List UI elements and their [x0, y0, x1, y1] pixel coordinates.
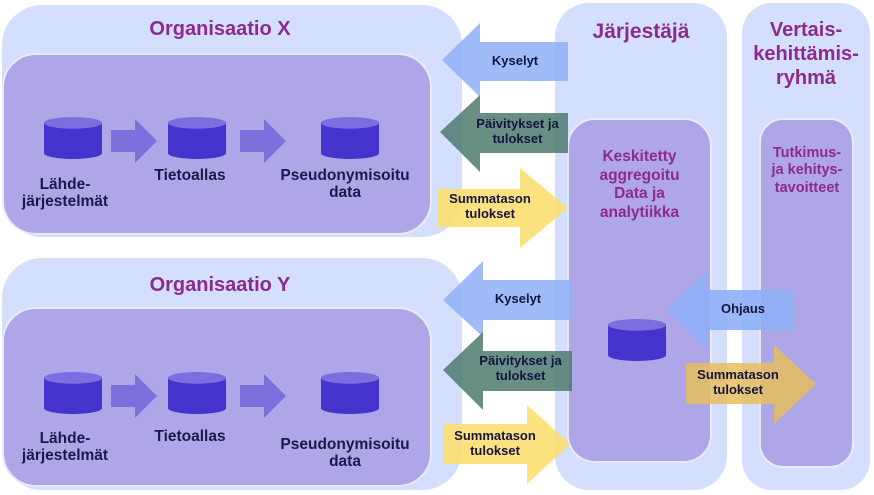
- arrow-label-line: tulokset: [495, 367, 546, 383]
- arrow-y-updates-label: Päivitykset ja tulokset: [463, 353, 578, 384]
- peer-group-title-line: Vertais-: [769, 19, 843, 41]
- peer-group-label-line: Tutkimus-: [772, 145, 842, 161]
- arrow-peer-summary-label: Summatason tulokset: [683, 367, 793, 398]
- arrow-y-summary-label: Summatason tulokset: [445, 428, 545, 459]
- database-icon: [44, 117, 102, 159]
- database-icon-top: [44, 117, 102, 129]
- arrow-y-summary: [443, 405, 570, 484]
- step-label-line: Pseudonymisoitu: [280, 167, 410, 184]
- arrow-label-line: Summatason: [454, 428, 536, 443]
- arrow-guidance-label: Ohjaus: [720, 301, 766, 316]
- org-x-step-label-lake: Tietoallas: [140, 167, 240, 184]
- peer-group-label-line: tavoitteet: [774, 179, 840, 196]
- peer-group-label-line: ja kehitys-: [771, 162, 843, 179]
- database-icon-top: [44, 372, 102, 384]
- step-label-line: järjestelmät: [21, 193, 109, 211]
- database-icon-body: [321, 122, 379, 159]
- organizer-label-line: Keskitetty: [602, 148, 677, 165]
- arrow-y-updates: [443, 332, 572, 410]
- database-icon-top: [321, 372, 379, 384]
- arrow-x-queries: [442, 23, 568, 97]
- org-y-title: Organisaatio Y: [149, 274, 291, 296]
- organizer-label-line: aggregoitu: [599, 166, 680, 184]
- org-y-step-label-source: Lähde- järjestelmät: [15, 430, 115, 465]
- arrow-label-line: Päivitykset ja: [476, 116, 559, 131]
- organizer-title: Järjestäjä: [592, 20, 690, 43]
- database-icon-body: [608, 324, 666, 361]
- org-x-step-label-source: Lähde- järjestelmät: [15, 176, 115, 211]
- peer-group-title-line: ryhmä: [775, 67, 837, 89]
- step-label-line: data: [329, 184, 361, 202]
- org-y-step-label-pseudo: Pseudonymisoitu data: [265, 436, 425, 471]
- arrow-guidance: [666, 271, 793, 349]
- flow-arrow-icon: [111, 119, 157, 163]
- flow-arrow-icon: [240, 374, 286, 418]
- arrow-peer-summary: [686, 345, 816, 424]
- step-label-line: Lähde-: [39, 430, 91, 447]
- organizer-label-line: Data ja: [614, 185, 665, 203]
- database-icon-top: [168, 117, 226, 129]
- arrow-x-queries-label: Kyselyt: [491, 53, 539, 68]
- arrow-x-summary: [438, 168, 568, 248]
- org-x-step-label-pseudo: Pseudonymisoitu data: [265, 167, 425, 202]
- arrow-y-queries-label: Kyselyt: [494, 291, 542, 306]
- org-y-step-label-lake: Tietoallas: [140, 428, 240, 445]
- step-label-line: data: [329, 453, 361, 471]
- database-icon-body: [321, 377, 379, 414]
- peer-group-title: Vertais- kehittämis- ryhmä: [742, 18, 870, 90]
- step-label-line: järjestelmät: [21, 447, 109, 465]
- peer-group-title-line: kehittämis-: [753, 43, 859, 65]
- database-icon-body: [44, 377, 102, 414]
- database-icon: [608, 319, 666, 361]
- database-icon: [168, 117, 226, 159]
- flow-arrow-icon: [240, 119, 286, 163]
- arrow-x-updates: [440, 95, 568, 172]
- arrow-label-line: Summatason: [449, 191, 531, 206]
- step-label-line: Pseudonymisoitu: [280, 436, 410, 453]
- database-icon-body: [168, 377, 226, 414]
- step-label-line: Tietoallas: [154, 167, 226, 184]
- arrow-label-line: Päivitykset ja: [479, 353, 562, 368]
- organizer-label-line: analytiikka: [599, 203, 680, 221]
- database-icon: [168, 372, 226, 414]
- database-icon: [44, 372, 102, 414]
- database-icon-top: [608, 319, 666, 331]
- step-label-line: Lähde-: [39, 176, 91, 193]
- arrow-label-line: tulokset: [713, 381, 763, 397]
- arrow-label-line: tulokset: [465, 205, 515, 221]
- arrow-label-line: Summatason: [697, 367, 779, 382]
- arrow-x-summary-label: Summatason tulokset: [440, 191, 540, 222]
- organizer-inner-label: Keskitetty aggregoitu Data ja analytiikk…: [567, 148, 712, 222]
- database-icon-top: [168, 372, 226, 384]
- flow-arrow-icon: [111, 374, 157, 418]
- step-label-line: Tietoallas: [154, 428, 226, 445]
- database-icon-body: [44, 122, 102, 159]
- database-icon: [321, 372, 379, 414]
- database-icon-body: [168, 122, 226, 159]
- org-x-title: Organisaatio X: [149, 18, 291, 40]
- arrow-label-line: tulokset: [492, 130, 543, 146]
- database-icon: [321, 117, 379, 159]
- arrow-x-updates-label: Päivitykset ja tulokset: [460, 116, 575, 147]
- arrow-label-line: tulokset: [470, 442, 520, 458]
- arrow-y-queries: [443, 261, 572, 337]
- peer-group-inner-label: Tutkimus- ja kehitys- tavoitteet: [757, 145, 857, 197]
- database-icon-top: [321, 117, 379, 129]
